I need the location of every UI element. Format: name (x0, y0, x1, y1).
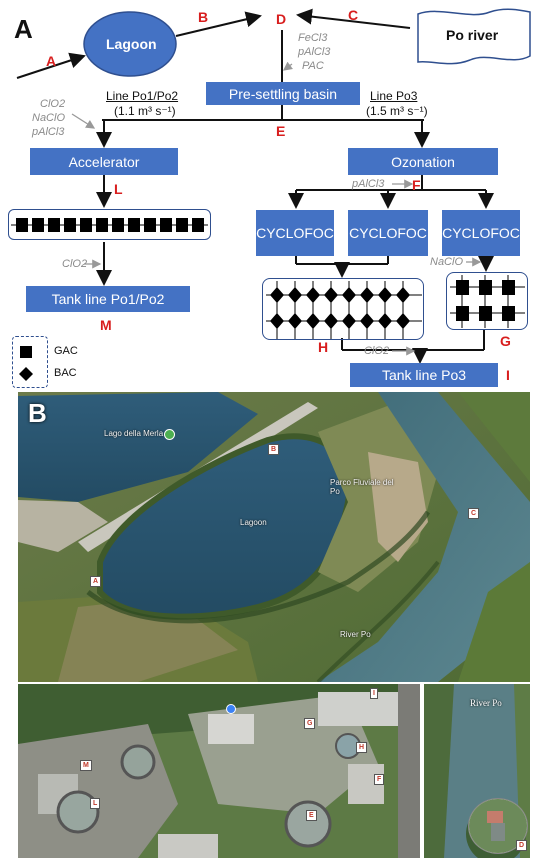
panel-a-letter: A (14, 14, 33, 44)
cyclofoc-2: CYCLOFOC (348, 210, 428, 256)
legend-bac-label: BAC (54, 367, 77, 379)
cyclofoc-3: CYCLOFOC (442, 210, 520, 256)
point-d: D (276, 11, 287, 27)
point-m: M (100, 317, 112, 333)
map-label-a: A (90, 576, 102, 587)
cyclofoc-1: CYCLOFOC (256, 210, 334, 256)
map-label-river: River Po (340, 630, 371, 639)
line-po1po2-name: Line Po1/Po2 (106, 89, 179, 103)
aerial-map: B C A Lago della Merla Lagoon Parco Fluv… (18, 392, 530, 682)
chem-palcl3-acc: pAlCl3 (32, 126, 65, 138)
inset-circle (468, 798, 528, 854)
lagoon-node (83, 11, 177, 77)
map-label-c: C (468, 508, 480, 519)
map-label-b: B (268, 444, 280, 455)
point-c: C (348, 7, 359, 23)
gac-filter-po1po2 (8, 209, 211, 240)
plant-label-m: M (80, 760, 92, 771)
chem-pac: PAC (302, 60, 324, 72)
ozonation-box: Ozonation (348, 148, 498, 175)
point-e: E (276, 123, 286, 139)
line-po1po2-flow: (1.1 m³ s⁻¹) (114, 104, 176, 118)
chem-naclo-gac: NaClO (430, 256, 464, 268)
plant-label-e: E (306, 810, 317, 821)
line-po3-flow: (1.5 m³ s⁻¹) (366, 104, 428, 118)
plant-label-i: I (370, 688, 378, 699)
po-river-node (417, 8, 531, 65)
flow-arrows (16, 8, 531, 364)
map-label-lago: Lago della Merla (104, 429, 164, 438)
accelerator-box: Accelerator (30, 148, 178, 175)
chem-palcl3-pre: pAlCl3 (298, 46, 331, 58)
point-i: I (506, 367, 510, 383)
tank-po3: Tank line Po3 (350, 363, 498, 387)
plant-label-h: H (356, 742, 368, 753)
chem-palcl3-cyclo: pAlCl3 (352, 178, 385, 190)
point-g: G (500, 333, 511, 349)
inset-label-d: D (516, 840, 528, 851)
chem-clo2-acc: ClO2 (40, 98, 66, 110)
point-f: F (412, 177, 421, 193)
bac-legend-icon (19, 367, 33, 381)
plant-pin-icon (226, 704, 236, 714)
gac-filter-po3 (446, 272, 528, 330)
map-pin-icon (164, 429, 175, 440)
map-label-parco: Parco Fluviale del Po (330, 478, 394, 496)
line-po3-name: Line Po3 (370, 89, 418, 103)
po-river-label: Po river (446, 27, 499, 43)
river-inset-photo: River Po D (424, 684, 530, 858)
chem-naclo-acc: NaClO (32, 112, 66, 124)
chem-clo2-left: ClO2 (62, 258, 88, 270)
plant-photo: I G H F E M L (18, 684, 420, 858)
plant-label-l: L (90, 798, 101, 809)
tank-po1po2: Tank line Po1/Po2 (26, 286, 190, 312)
inset-label-river: River Po (470, 698, 502, 708)
legend (12, 336, 48, 388)
legend-gac-label: GAC (54, 345, 78, 357)
map-label-lagoon: Lagoon (240, 518, 267, 527)
lagoon-label: Lagoon (106, 36, 157, 52)
gac-legend-icon (20, 346, 32, 358)
chem-fecl3: FeCl3 (298, 32, 328, 44)
panel-b-letter: B (28, 398, 47, 428)
pre-settling-basin: Pre-settling basin (206, 82, 360, 105)
chem-clo2-right: ClO2 (364, 345, 390, 357)
plant-label-g: G (304, 718, 316, 729)
point-b: B (198, 9, 209, 25)
point-a: A (46, 53, 57, 69)
bac-filter-po3 (262, 278, 424, 340)
point-h: H (318, 339, 329, 355)
point-l: L (114, 181, 123, 197)
plant-label-f: F (374, 774, 385, 785)
